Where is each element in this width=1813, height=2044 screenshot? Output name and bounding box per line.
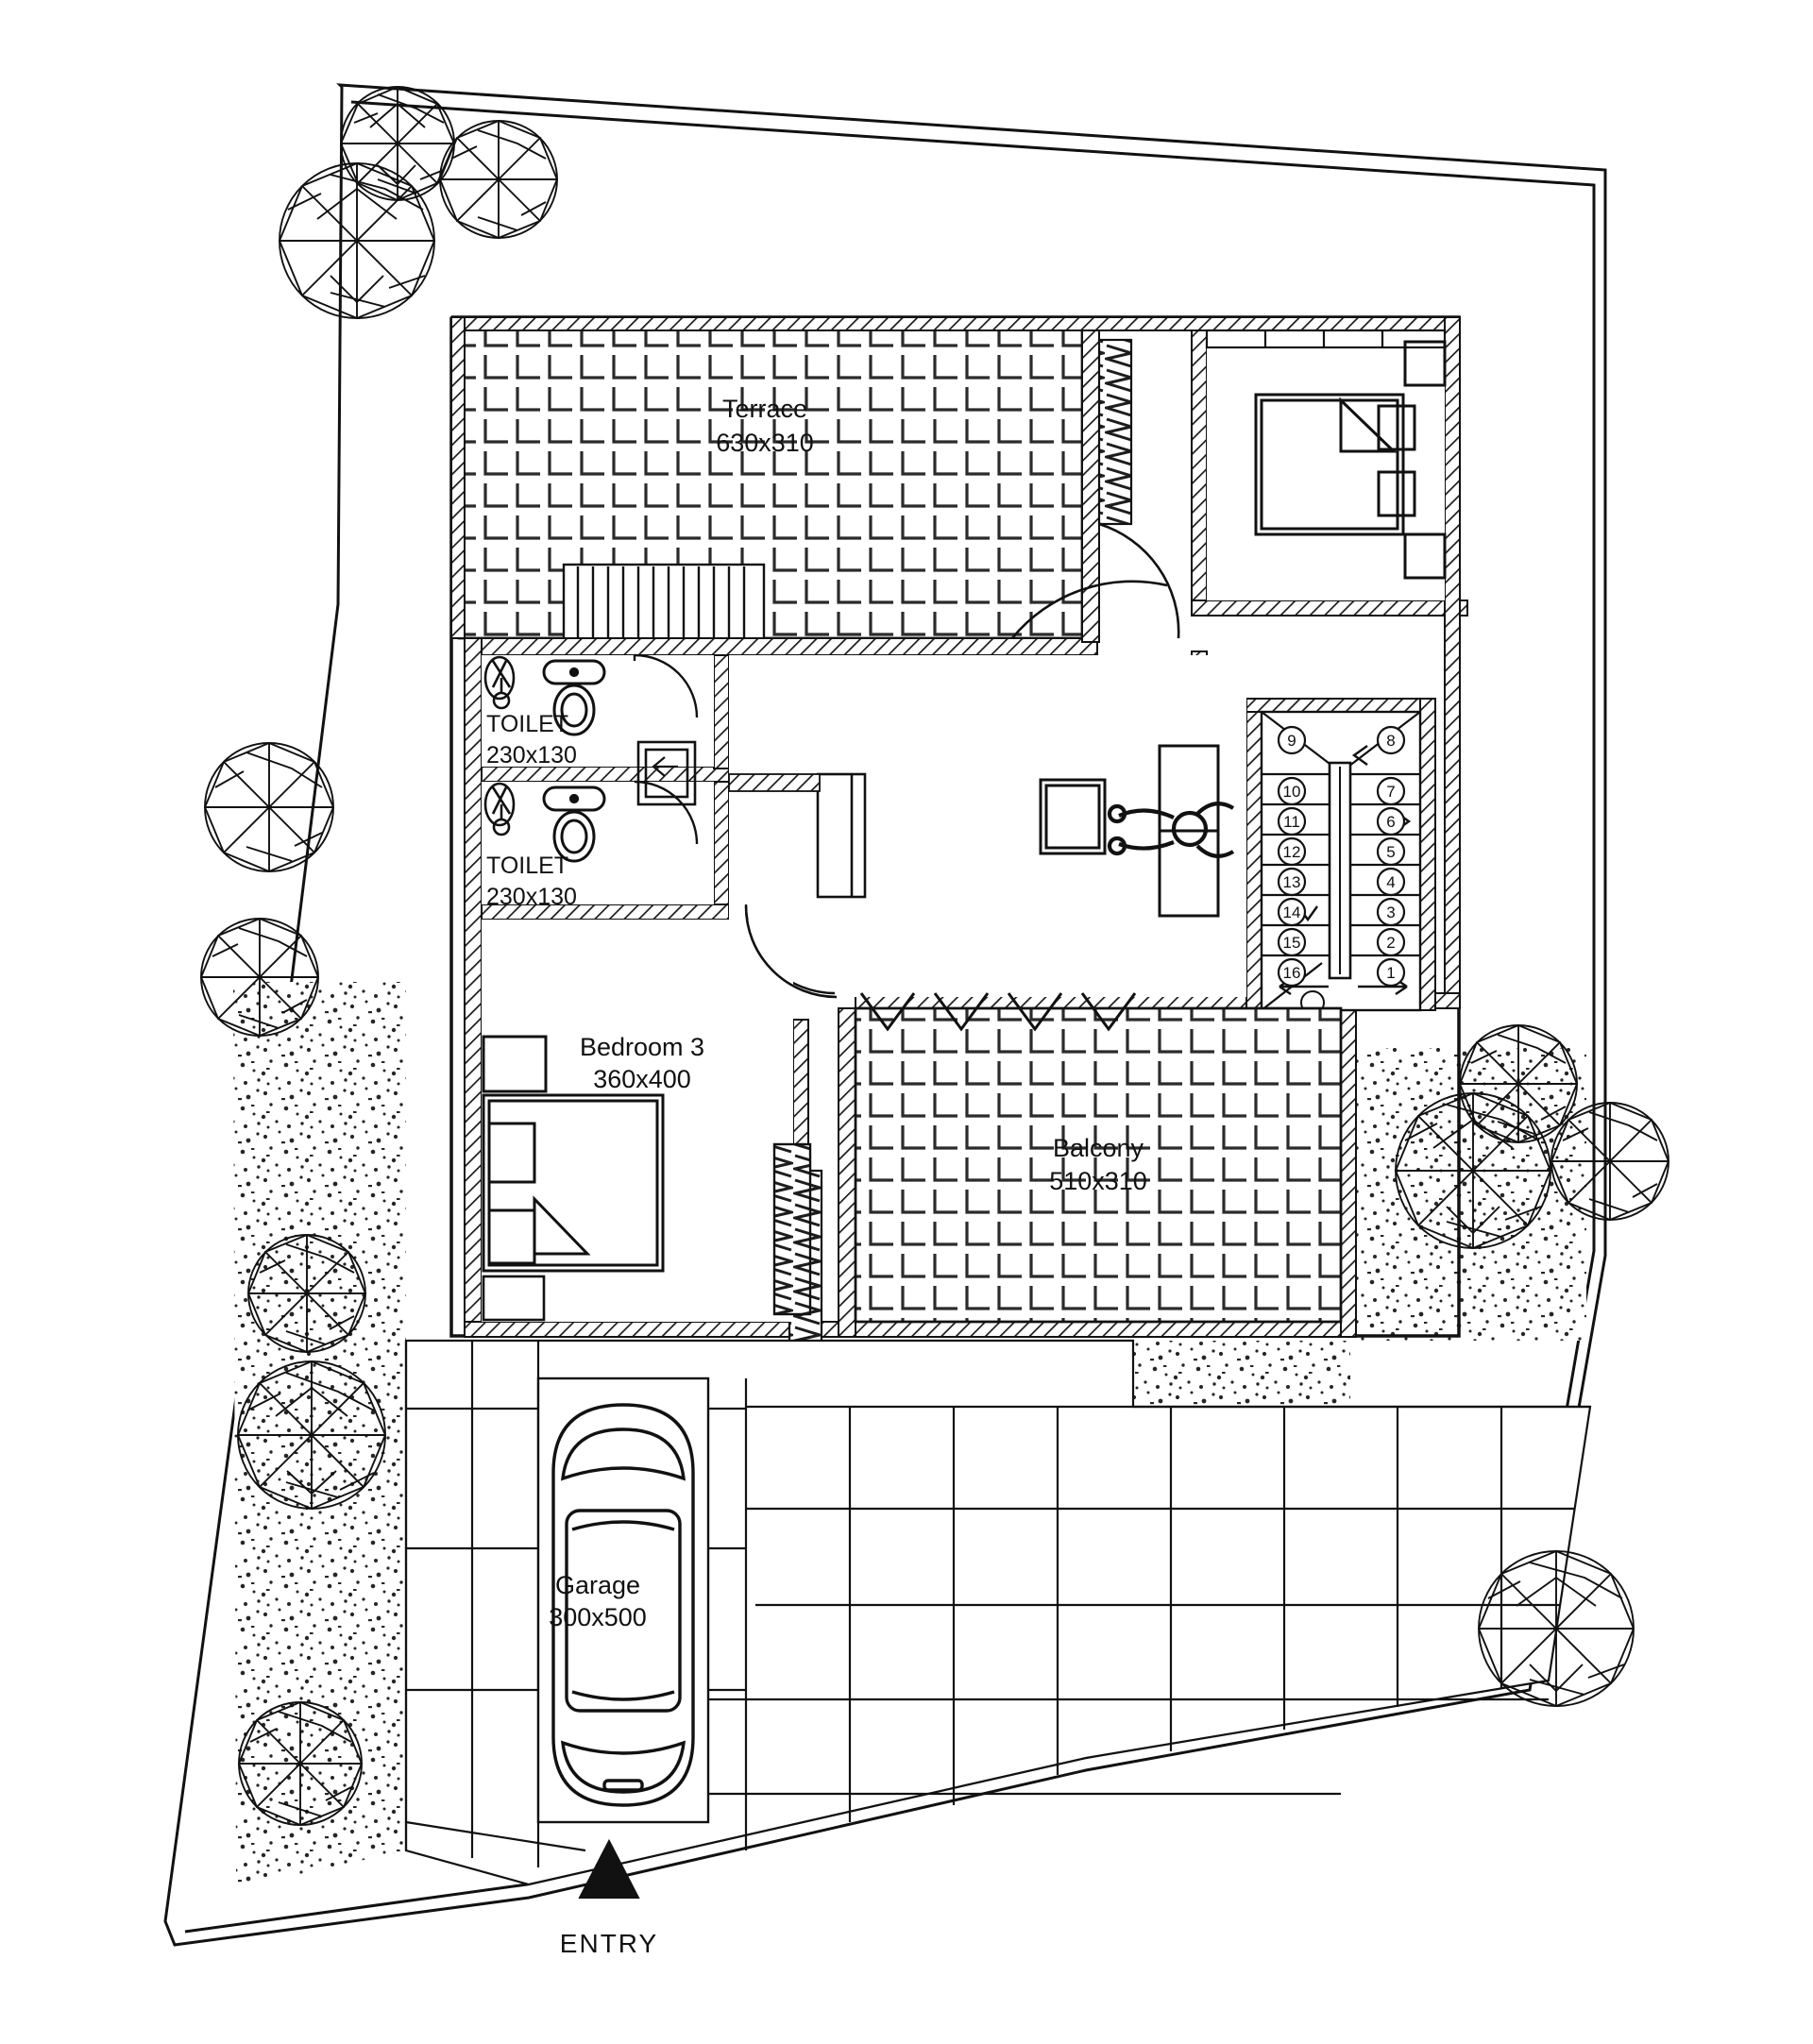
toilet-2-name: TOILET [486,853,568,879]
balcony-canopy-chevrons [859,992,1137,1032]
room-terrace [457,325,1084,640]
step-number: 11 [1283,813,1300,831]
step-number: 15 [1283,934,1301,952]
wc-toilet-1-fixture [542,659,606,736]
tree-symbol [278,161,436,320]
tree-symbol [246,1233,367,1354]
step-number: 13 [1283,873,1301,891]
step-number: 10 [1283,783,1301,801]
service-shaft [636,740,697,806]
bedroom3-bench [482,1275,546,1322]
bed-master-fixture [1254,393,1416,536]
step-number: 14 [1283,904,1301,921]
tree-symbol [1477,1549,1635,1708]
person-figure [1107,802,1235,858]
step-number: 9 [1287,732,1296,750]
entry-label: ENTRY [560,1929,658,1958]
main-staircase: 1 2 3 4 5 6 7 8 9 10 11 12 13 [1260,710,1422,1015]
step-number: 1 [1386,964,1395,982]
step-number: 7 [1386,783,1395,801]
car-fixture [551,1403,695,1807]
center-room-furniture [1039,744,1235,918]
step-number: 4 [1386,873,1395,891]
garage-name: Garage [555,1571,640,1599]
step-number: 5 [1386,843,1395,861]
bedroom3-nightstand [482,1035,548,1093]
terrace-label-group: Terrace 630x310 [716,395,814,457]
wc-toilet-2-fixture [542,786,606,863]
tree-symbol [438,119,559,240]
step-number: 8 [1386,732,1395,750]
washbasin-2-fixture [483,782,516,836]
tree-symbol [199,917,320,1038]
tree-symbol [339,85,456,202]
tree-symbols [199,85,1670,1827]
tree-symbol [203,741,335,873]
lobby-area [728,655,1246,997]
step-number: 12 [1283,843,1301,861]
toilet-1-dimension: 230x130 [486,742,577,769]
court-paving-grid [585,1378,1590,1850]
step-number: 16 [1283,964,1301,982]
bedroom-3-dimension: 360x400 [593,1065,691,1093]
toilet-2-dimension: 230x130 [486,884,577,910]
room-balcony: Balcony 510x310 [854,1006,1343,1324]
tree-symbol [1458,1023,1579,1144]
room-toilet-1: TOILET 230x130 [482,655,714,769]
bedroom-3-door [744,905,838,999]
wardrobe-strip [1205,329,1447,349]
hall-door-arc [1010,522,1180,639]
bedroom-3-name: Bedroom 3 [580,1033,704,1061]
terrace-stair [562,563,766,642]
balcony-dimension: 510x310 [1049,1167,1147,1195]
stair-numbers-left: 9 10 11 12 13 14 15 16 [1277,725,1307,988]
balcony-name: Balcony [1053,1134,1144,1162]
tree-symbol [236,1360,387,1511]
step-number: 6 [1386,813,1395,831]
washbasin-1-fixture [483,655,516,710]
terrace-dimension: 630x310 [716,429,814,457]
garage-dimension: 300x500 [549,1603,647,1631]
toilet-1-name: TOILET [486,711,568,737]
railing-hatch-terrace [1097,338,1133,526]
dining-table-fixture [1039,778,1107,855]
nightstand-fixtures [1403,340,1447,580]
stair-numbers-right: 1 2 3 4 5 6 7 8 [1376,725,1406,988]
entry-marker-group: ENTRY [560,1838,658,1958]
bed-bedroom3-fixture [482,1093,665,1273]
tree-symbol [1394,1091,1552,1250]
tree-symbol [1550,1101,1670,1222]
room-master-bedroom [1205,329,1447,600]
step-number: 3 [1386,904,1395,921]
room-garage: Garage 300x500 [536,1377,710,1824]
step-number: 2 [1386,934,1395,952]
tree-symbol [237,1700,364,1827]
room-bedroom-3: Bedroom 3 360x400 [482,920,793,1322]
terrace-name: Terrace [722,395,807,423]
entry-triangle-icon [578,1838,640,1899]
bedroom-3-window [772,1142,812,1316]
room-toilet-2: TOILET 230x130 [482,782,714,910]
